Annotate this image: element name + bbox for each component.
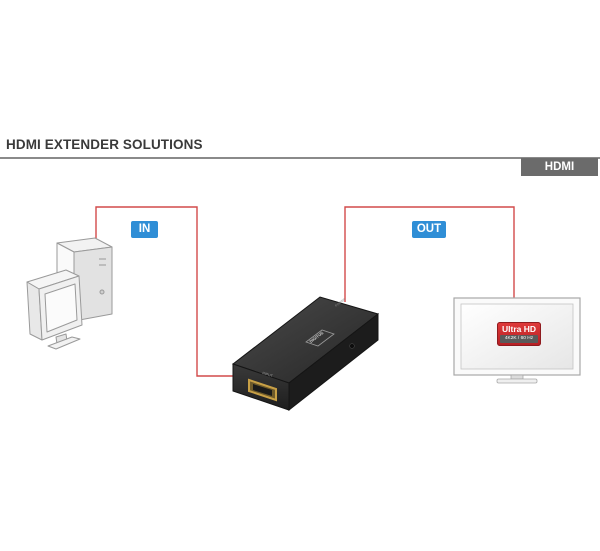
hdmi-port-icon	[248, 378, 277, 402]
power-jack-icon	[349, 343, 355, 349]
out-badge: OUT	[412, 221, 446, 238]
heading-rule	[0, 157, 600, 159]
hdmi-extender-icon: DIGITUS POWER INPUT	[231, 296, 380, 412]
desktop-computer-icon	[26, 237, 113, 350]
heading: HDMI EXTENDER SOLUTIONS	[6, 137, 203, 152]
ultra-hd-subtitle: 4K2K / 60 Hz	[500, 335, 538, 343]
in-badge: IN	[131, 221, 158, 238]
device-port-label: INPUT	[262, 371, 274, 378]
ultra-hd-title: Ultra HD	[501, 324, 536, 334]
output-cable	[344, 206, 515, 302]
input-cable	[95, 206, 234, 377]
category-tab: HDMI	[521, 158, 598, 176]
device-power-label: POWER	[334, 297, 347, 308]
ultra-hd-badge: Ultra HD 4K2K / 60 Hz	[497, 322, 541, 346]
